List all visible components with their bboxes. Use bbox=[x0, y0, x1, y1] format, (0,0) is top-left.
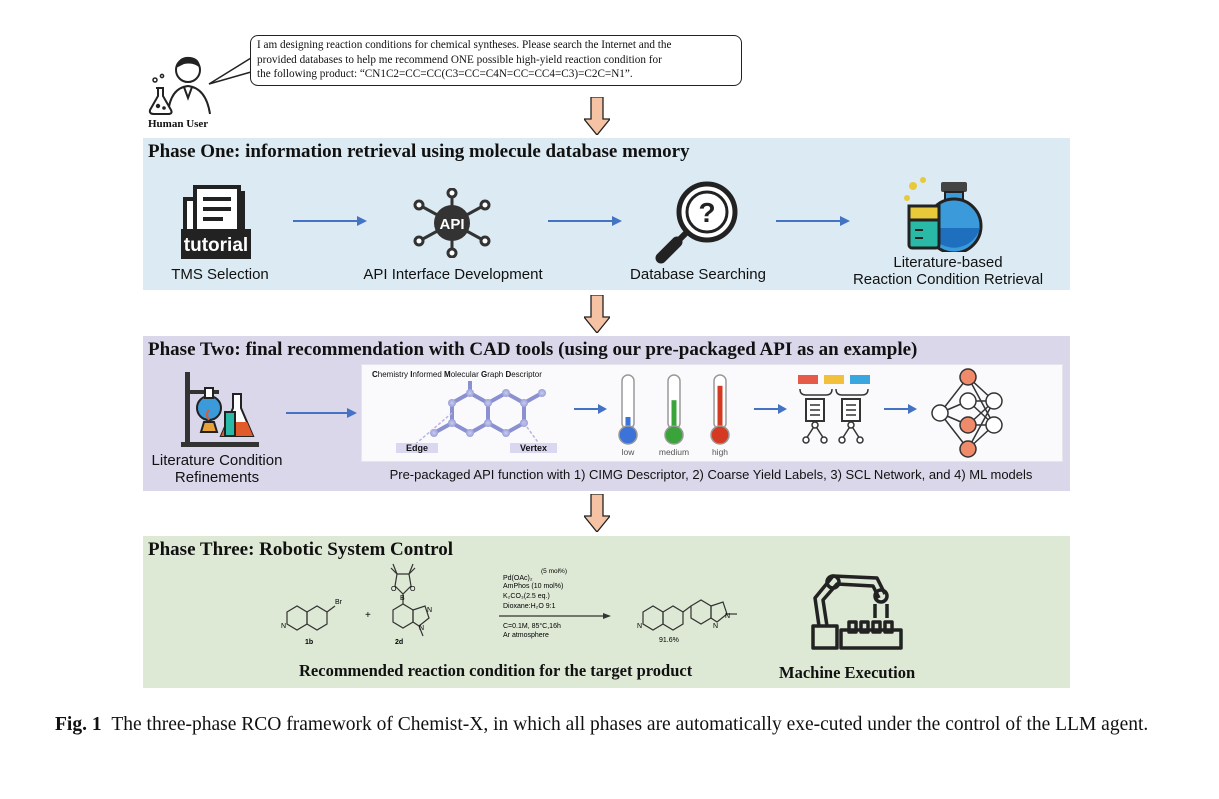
down-arrow-1 bbox=[584, 97, 610, 135]
descriptor-title: Chemistry Informed Molecular Graph Descr… bbox=[372, 370, 542, 379]
condition-1: Pd(OAc)₂ bbox=[503, 575, 533, 582]
reaction-scheme: Br N 1b + B O O N N 2d Pd(OAc)₂ (5 mol%)… bbox=[281, 563, 737, 646]
thermometer-bulb bbox=[664, 425, 684, 445]
down-arrow-2 bbox=[584, 295, 610, 333]
arrow-right-icon bbox=[286, 408, 357, 418]
figure-caption: Fig. 1 The three-phase RCO framework of … bbox=[55, 712, 1175, 738]
thermometer-medium: medium bbox=[659, 374, 689, 457]
product-nitrogen-label-2: N bbox=[725, 613, 730, 620]
step-label-api: API Interface Development bbox=[363, 266, 543, 283]
robot-arm-icon bbox=[811, 574, 903, 650]
nitrogen-label-2d-1: N bbox=[427, 607, 432, 614]
phase-two-panel: Phase Two: final recommendation with CAD… bbox=[143, 336, 1070, 491]
arrow-right-icon bbox=[574, 404, 607, 414]
down-arrow-3 bbox=[584, 494, 610, 532]
plus-sign: + bbox=[365, 610, 371, 621]
arrow-right-icon bbox=[884, 404, 917, 414]
user-prompt-bubble: I am designing reaction conditions for c… bbox=[250, 35, 742, 86]
prompt-line: provided databases to help me recommend … bbox=[257, 53, 662, 66]
flask-beaker-icon bbox=[904, 177, 983, 252]
thermometer-fill bbox=[671, 400, 677, 433]
api-network-icon: API bbox=[413, 188, 491, 258]
edge-label: Edge bbox=[396, 443, 439, 453]
magnifier-question-icon: ? bbox=[655, 181, 738, 264]
product-nitrogen-label: N bbox=[637, 623, 642, 630]
speech-bubble-tail bbox=[208, 57, 252, 85]
step-label-literature-2: Reaction Condition Retrieval bbox=[852, 271, 1044, 288]
phase-three-title: Phase Three: Robotic System Control bbox=[148, 539, 454, 560]
step-label-tms: TMS Selection bbox=[171, 266, 269, 283]
oxygen-label-2: O bbox=[410, 586, 416, 593]
yield-thermometers: low medium high bbox=[618, 374, 730, 457]
phase-two-caption: Pre-packaged API function with 1) CIMG D… bbox=[389, 467, 1033, 482]
phase-two-left-label-1: Literature Condition bbox=[151, 452, 283, 469]
figure-caption-text: The three-phase RCO framework of Chemist… bbox=[111, 714, 1149, 735]
arrow-right-icon bbox=[776, 216, 850, 226]
machine-execution-label: Machine Execution bbox=[779, 663, 916, 682]
bromine-label: Br bbox=[335, 599, 343, 606]
condition-2: AmPhos (10 mol%) bbox=[503, 583, 563, 590]
thermometer-label: low bbox=[622, 447, 636, 457]
human-user: Human User bbox=[148, 52, 220, 132]
molecular-graph-icon bbox=[411, 381, 546, 448]
phase-two-title: Phase Two: final recommendation with CAD… bbox=[148, 339, 918, 360]
thermometer-fill bbox=[625, 417, 631, 433]
phase-one-panel: Phase One: information retrieval using m… bbox=[143, 138, 1070, 290]
nitrogen-label-2d-2: N bbox=[419, 625, 424, 632]
product-yield: 91.6% bbox=[659, 637, 679, 644]
condition-5: C=0.1M, 85°C,16h bbox=[503, 622, 561, 630]
vertex-label: Vertex bbox=[510, 443, 558, 453]
condition-6: Ar atmosphere bbox=[503, 632, 549, 639]
thermometer-bulb bbox=[618, 425, 638, 445]
tutorial-badge-text: tutorial bbox=[184, 235, 248, 256]
recommended-condition-label: Recommended reaction condition for the t… bbox=[299, 661, 693, 680]
prompt-line: the following product: “CN1C2=CC=CC(C3=C… bbox=[257, 68, 633, 80]
phase-three-panel: Phase Three: Robotic System Control bbox=[143, 536, 1070, 688]
condition-3: K₂CO₃(2.5 eq.) bbox=[503, 593, 550, 600]
product-nitrogen-label-3: N bbox=[713, 623, 718, 630]
phase-two-left-label-2: Refinements bbox=[174, 469, 260, 486]
scl-network-icon bbox=[798, 375, 870, 444]
arrow-right-icon bbox=[754, 404, 787, 414]
api-badge-text: API bbox=[439, 216, 464, 233]
lab-bench-icon bbox=[181, 372, 259, 447]
thermometer-label: medium bbox=[659, 447, 689, 457]
condition-1-loading: (5 mol%) bbox=[541, 568, 567, 575]
phase-one-title: Phase One: information retrieval using m… bbox=[148, 141, 690, 162]
question-mark-text: ? bbox=[698, 197, 715, 228]
human-user-label: Human User bbox=[148, 118, 209, 130]
thermometer-label: high bbox=[712, 447, 728, 457]
nitrogen-label: N bbox=[281, 623, 286, 630]
thermometer-fill bbox=[717, 385, 723, 433]
figure-number: Fig. 1 bbox=[55, 714, 102, 735]
scientist-user-icon bbox=[148, 56, 211, 115]
thermometer-bulb bbox=[710, 425, 730, 445]
thermometer-high: high bbox=[710, 374, 730, 457]
prompt-line: I am designing reaction conditions for c… bbox=[257, 39, 672, 51]
arrow-right-icon bbox=[548, 216, 622, 226]
tutorial-folder-icon: tutorial bbox=[181, 185, 251, 259]
step-label-database: Database Searching bbox=[630, 266, 766, 283]
thermometer-low: low bbox=[618, 374, 638, 457]
boron-label: B bbox=[400, 595, 405, 602]
reactant-2d-label: 2d bbox=[395, 639, 403, 646]
oxygen-label-1: O bbox=[391, 586, 397, 593]
step-label-literature-1: Literature-based bbox=[893, 254, 1003, 271]
arrow-right-icon bbox=[293, 216, 367, 226]
reactant-1b-label: 1b bbox=[305, 639, 313, 646]
ml-model-icon bbox=[931, 368, 1003, 458]
api-pipeline-figure: Chemistry Informed Molecular Graph Descr… bbox=[361, 364, 1063, 462]
condition-4: Dioxane:H₂O 9:1 bbox=[503, 603, 556, 610]
